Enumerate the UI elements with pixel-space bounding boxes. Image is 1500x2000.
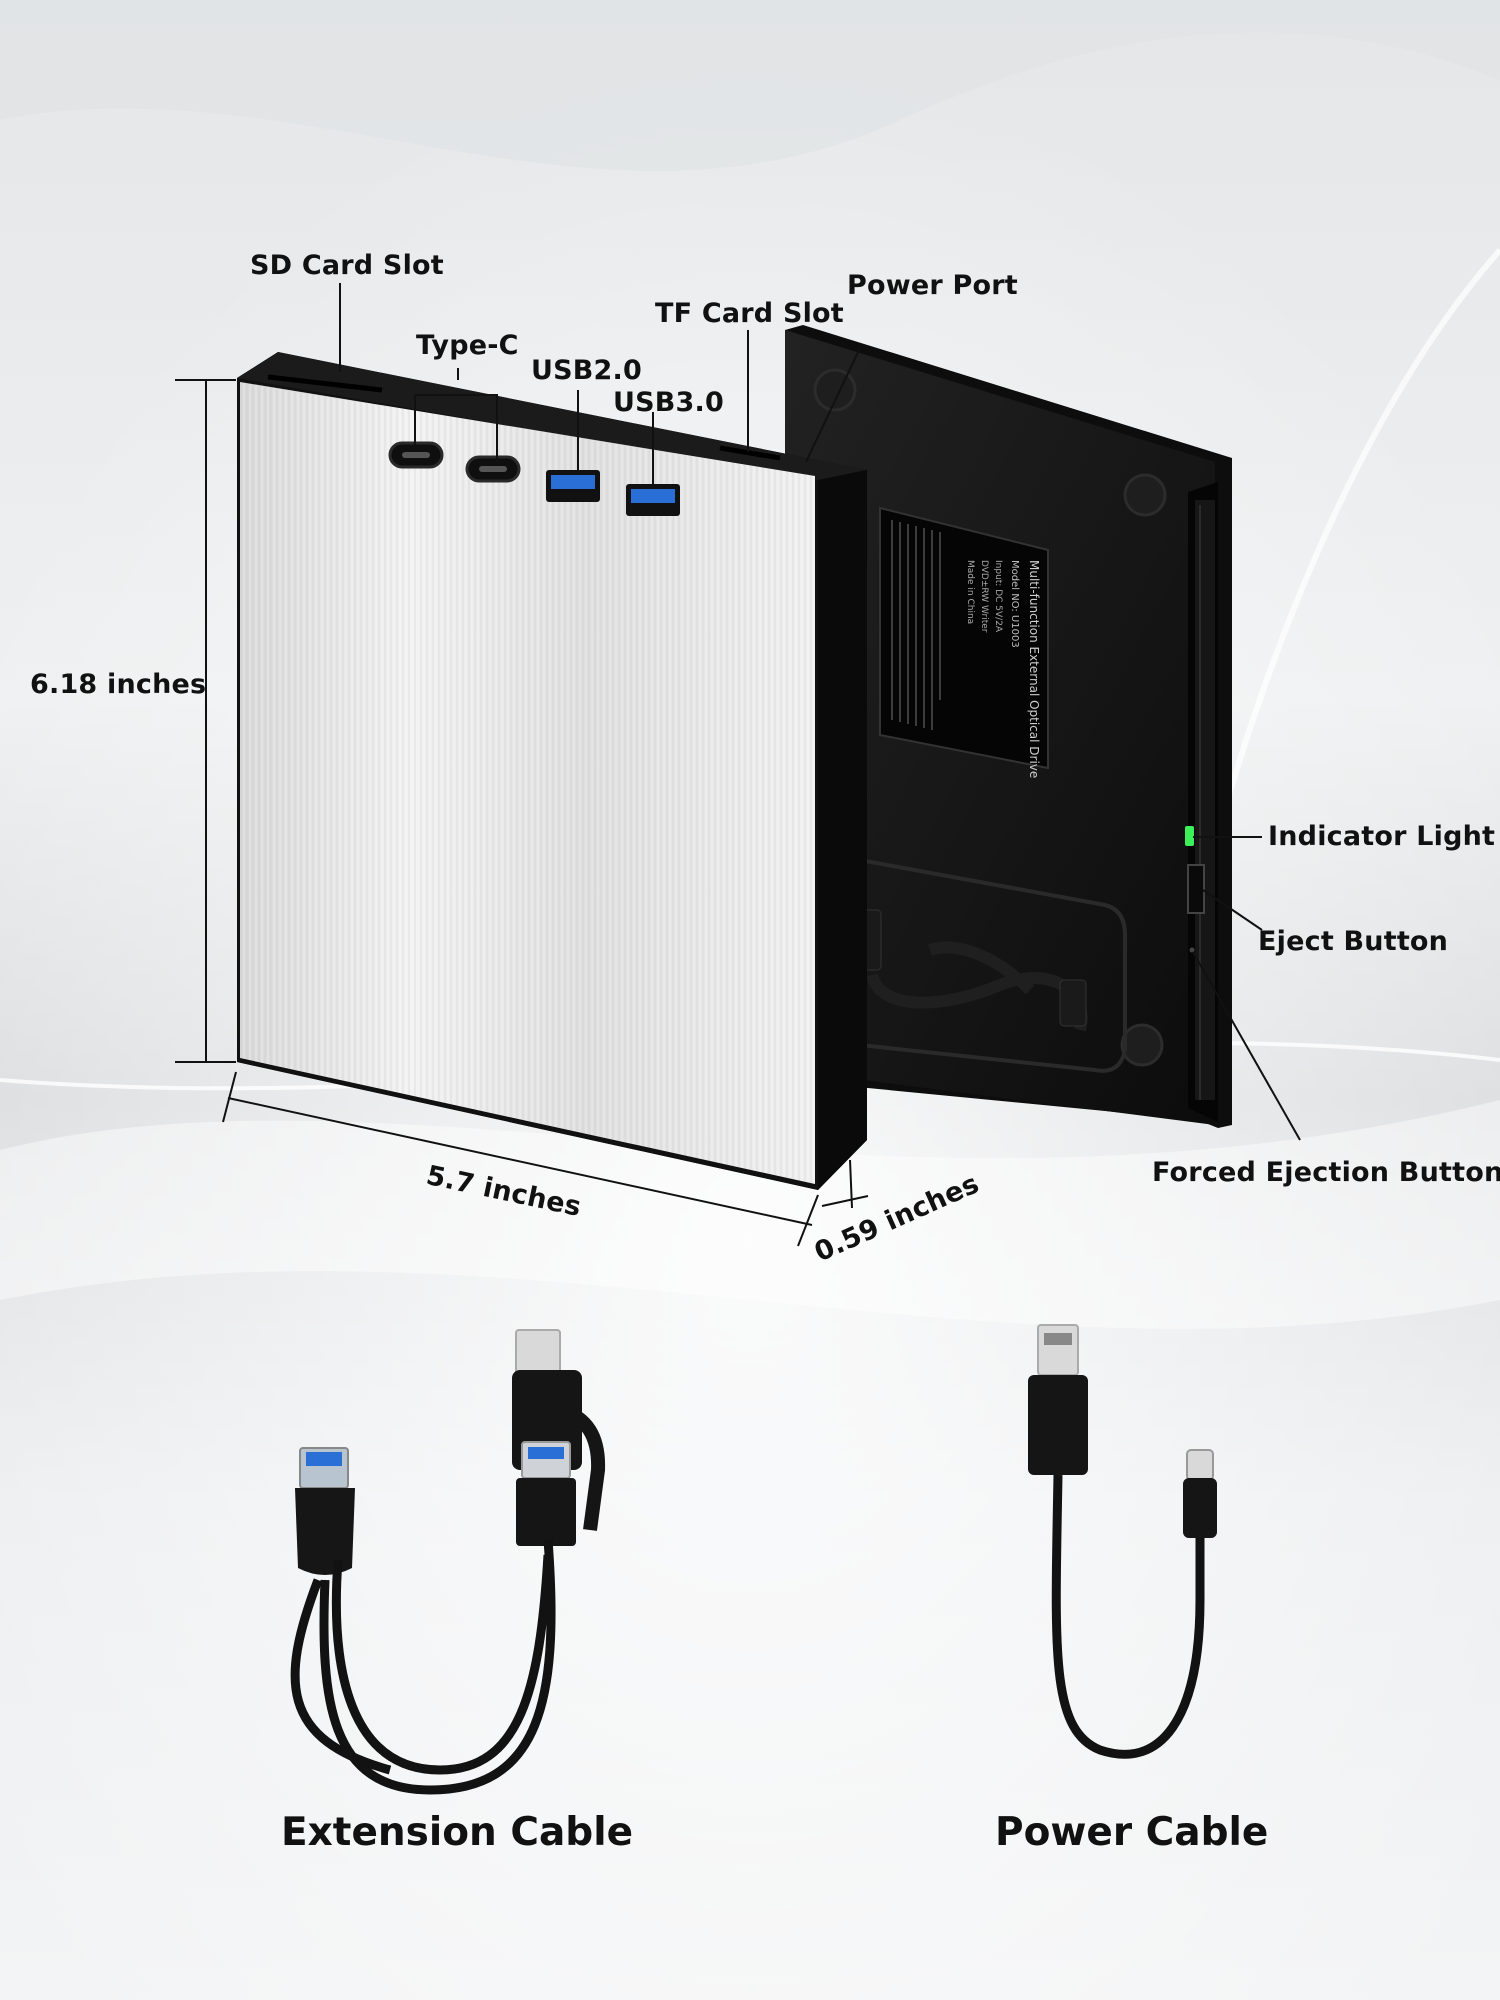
callout-leaders [339, 283, 1301, 1141]
extension-cable-image [290, 1329, 606, 1795]
extension-cable-caption: Extension Cable [281, 1810, 634, 1855]
tf-card-slot [719, 445, 781, 461]
drive-front-unit [237, 352, 867, 1190]
forced-ejection-button-label: Forced Ejection Button [1152, 1157, 1500, 1188]
power-cable-caption: Power Cable [995, 1810, 1269, 1855]
eject-button [1187, 864, 1205, 914]
indicator-light [1185, 826, 1194, 846]
tf-card-slot-label: TF Card Slot [655, 298, 844, 329]
sticker-title: Multi-function External Optical Drive [1027, 560, 1041, 778]
sticker-model: Model NO: U1003 [1009, 560, 1020, 648]
sd-card-slot [267, 374, 383, 393]
sticker-line-3: Made in China [965, 560, 975, 624]
dimension-lines [175, 379, 869, 1247]
usb2-label: USB2.0 [531, 355, 642, 386]
type-c-label: Type-C [416, 330, 519, 361]
drive-back-unit: Multi-function External Optical Drive Mo… [785, 325, 1232, 1128]
power-cable-image [1028, 1324, 1217, 1759]
eject-button-label: Eject Button [1258, 926, 1449, 957]
indicator-light-label: Indicator Light [1268, 821, 1496, 852]
stored-cable [854, 909, 1088, 1032]
forced-eject-hole [1189, 947, 1195, 953]
sticker-line-2: DVD±RW Writer [979, 560, 989, 633]
height-dimension-label: 6.18 inches [30, 669, 207, 700]
sticker-line-1: Input: DC 5V/2A [993, 560, 1003, 633]
usb3-label: USB3.0 [613, 387, 724, 418]
power-port-label: Power Port [847, 270, 1018, 301]
sd-card-slot-label: SD Card Slot [250, 250, 444, 281]
